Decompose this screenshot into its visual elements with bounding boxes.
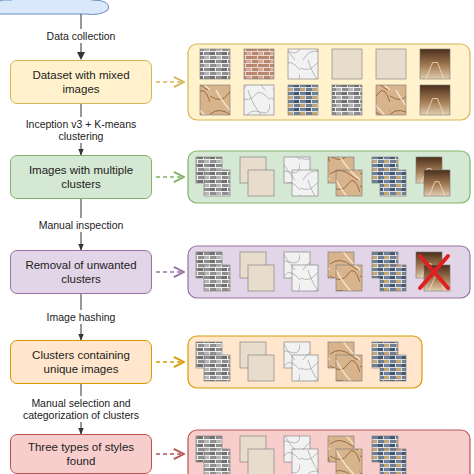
dashed-arrow bbox=[156, 81, 184, 83]
dashed-arrow bbox=[156, 361, 184, 363]
image-panel bbox=[188, 246, 470, 298]
image-thumbnail bbox=[288, 85, 318, 115]
image-thumbnail bbox=[336, 265, 362, 291]
image-panel bbox=[188, 151, 470, 203]
edge-label: Manual selection and categorization of c… bbox=[14, 396, 148, 422]
room-perspective bbox=[426, 63, 444, 80]
edge-label: Image hashing bbox=[45, 310, 118, 324]
process-box: Three types of styles found bbox=[10, 434, 152, 474]
dashed-arrow bbox=[156, 271, 184, 273]
image-thumbnail bbox=[204, 449, 230, 474]
image-thumbnail bbox=[244, 49, 274, 79]
room-perspective bbox=[426, 99, 444, 116]
image-thumbnail bbox=[336, 170, 362, 196]
image-thumbnail bbox=[292, 170, 318, 196]
image-thumbnail bbox=[292, 449, 318, 474]
process-box: Images with multiple clusters bbox=[10, 155, 152, 199]
image-thumbnail bbox=[288, 49, 318, 79]
image-thumbnail bbox=[420, 85, 450, 115]
image-thumbnail bbox=[332, 49, 362, 79]
image-thumbnail bbox=[292, 355, 318, 381]
image-thumbnail bbox=[420, 49, 450, 79]
image-thumbnail bbox=[336, 449, 362, 474]
edge-label: Manual inspection bbox=[37, 218, 126, 232]
box-text: Three types of styles found bbox=[19, 440, 143, 468]
image-thumbnail bbox=[248, 265, 274, 291]
image-thumbnail bbox=[380, 449, 406, 474]
image-thumbnail bbox=[248, 449, 274, 474]
box-text: Clusters containing unique images bbox=[19, 348, 143, 376]
box-text: Images with multiple clusters bbox=[19, 163, 143, 191]
cloud-shape bbox=[0, 0, 109, 15]
box-text: Removal of unwanted clusters bbox=[19, 258, 143, 286]
edge-label: Inception v3 + K-means clustering bbox=[14, 117, 148, 143]
process-box: Dataset with mixed images bbox=[10, 60, 152, 104]
image-thumbnail bbox=[200, 85, 230, 115]
image-thumbnail bbox=[380, 265, 406, 291]
image-thumbnail bbox=[376, 85, 406, 115]
dashed-arrow bbox=[156, 176, 184, 178]
step-label: Data collection bbox=[45, 29, 118, 43]
image-thumbnail bbox=[204, 170, 230, 196]
image-thumbnail bbox=[376, 49, 406, 79]
image-thumbnail bbox=[336, 355, 362, 381]
room-perspective bbox=[429, 182, 445, 196]
image-thumbnail bbox=[204, 355, 230, 381]
image-thumbnail bbox=[424, 170, 450, 196]
image-thumbnail bbox=[200, 49, 230, 79]
process-box: Clusters containing unique images bbox=[10, 340, 152, 384]
image-thumbnail bbox=[380, 355, 406, 381]
removal-cross bbox=[420, 256, 448, 288]
image-thumbnail bbox=[244, 85, 274, 115]
image-thumbnail bbox=[292, 265, 318, 291]
image-thumbnail bbox=[204, 265, 230, 291]
dashed-arrow bbox=[156, 453, 184, 455]
image-thumbnail bbox=[332, 85, 362, 115]
image-panel bbox=[188, 44, 470, 120]
image-thumbnail bbox=[380, 170, 406, 196]
process-box: Removal of unwanted clusters bbox=[10, 250, 152, 294]
image-panel bbox=[188, 430, 470, 474]
image-panel bbox=[188, 336, 422, 388]
image-thumbnail bbox=[248, 355, 274, 381]
box-text: Dataset with mixed images bbox=[19, 68, 143, 96]
start-arrow-head bbox=[77, 52, 85, 60]
image-thumbnail bbox=[248, 170, 274, 196]
